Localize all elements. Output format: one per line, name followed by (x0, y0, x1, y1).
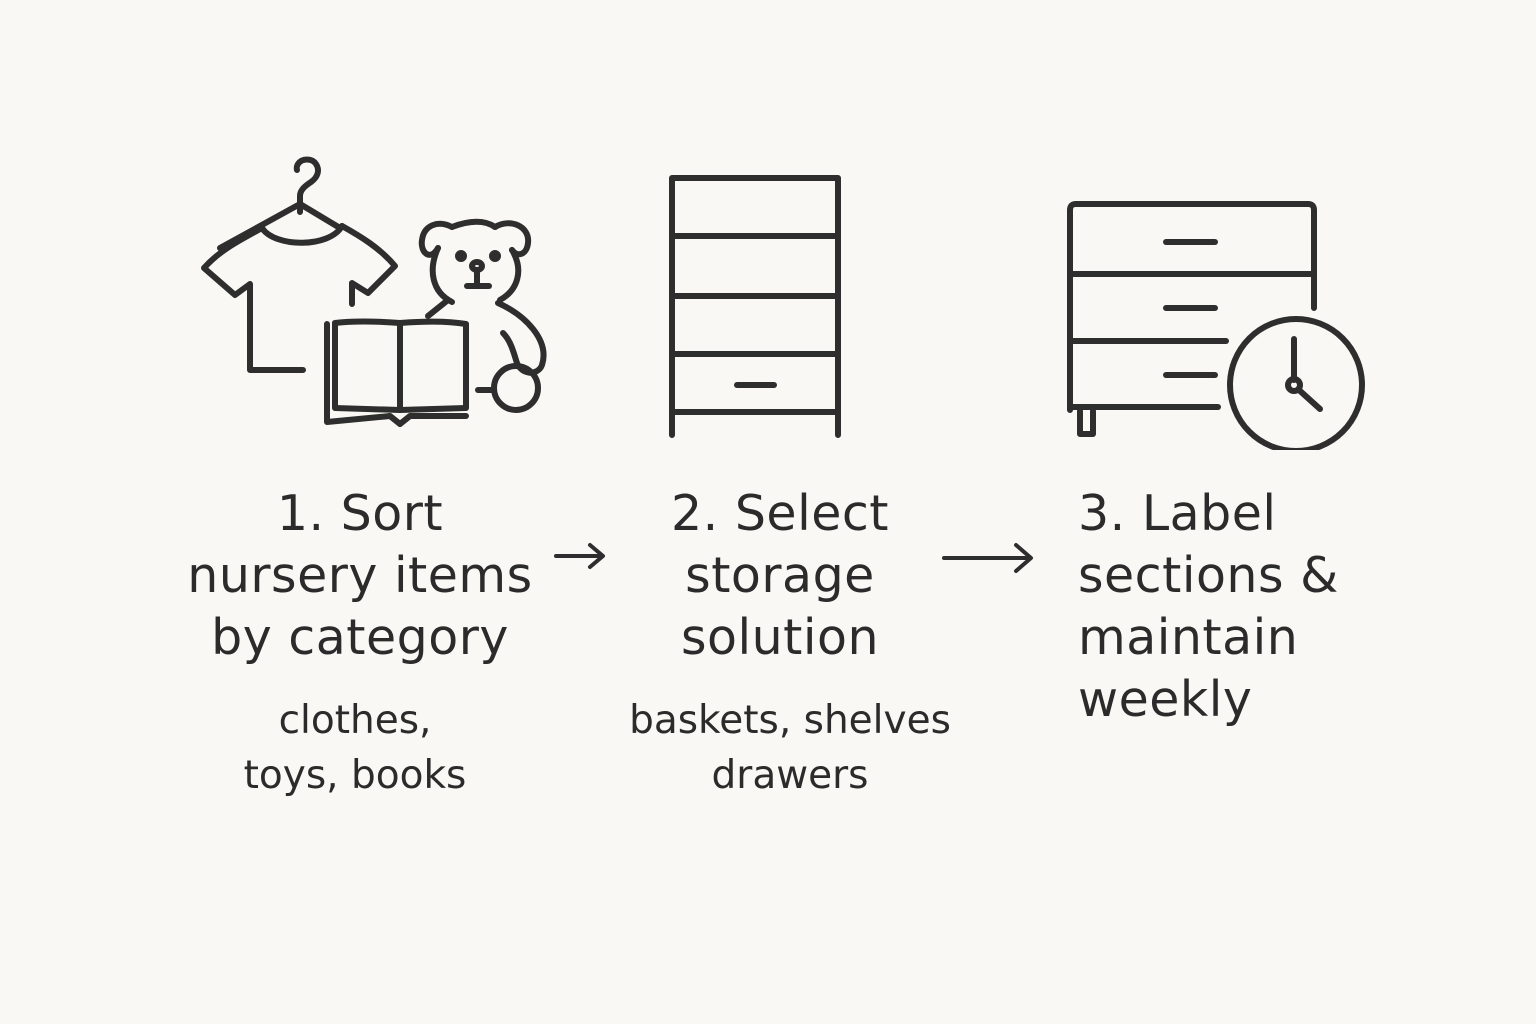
step-1: 1. Sort nursery items by category clothe… (180, 483, 540, 803)
arrow-right-icon (938, 540, 1038, 580)
step-2-subtitle: baskets, shelves drawers (629, 698, 951, 798)
dresser-icon (1067, 201, 1317, 437)
step-2: 2. Select storage solution baskets, shel… (620, 483, 951, 803)
hanger-icon (217, 156, 343, 251)
step-1-title: 1. Sort nursery items by category (187, 485, 533, 666)
arrow-right-icon (550, 540, 610, 576)
step-3-icon-group (1050, 190, 1380, 450)
step-3: 3. Label sections & maintain weekly (1078, 483, 1378, 731)
open-book-icon (324, 318, 469, 427)
shelving-unit-icon (640, 160, 870, 450)
shirt-icon (201, 223, 398, 373)
step-2-title: 2. Select storage solution (671, 485, 889, 666)
teddy-bear-icon (418, 218, 547, 413)
step-3-title: 3. Label sections & maintain weekly (1078, 485, 1339, 728)
clock-icon (1227, 316, 1365, 450)
step-1-subtitle: clothes, toys, books (243, 698, 467, 798)
step-1-icon-group (190, 140, 570, 440)
